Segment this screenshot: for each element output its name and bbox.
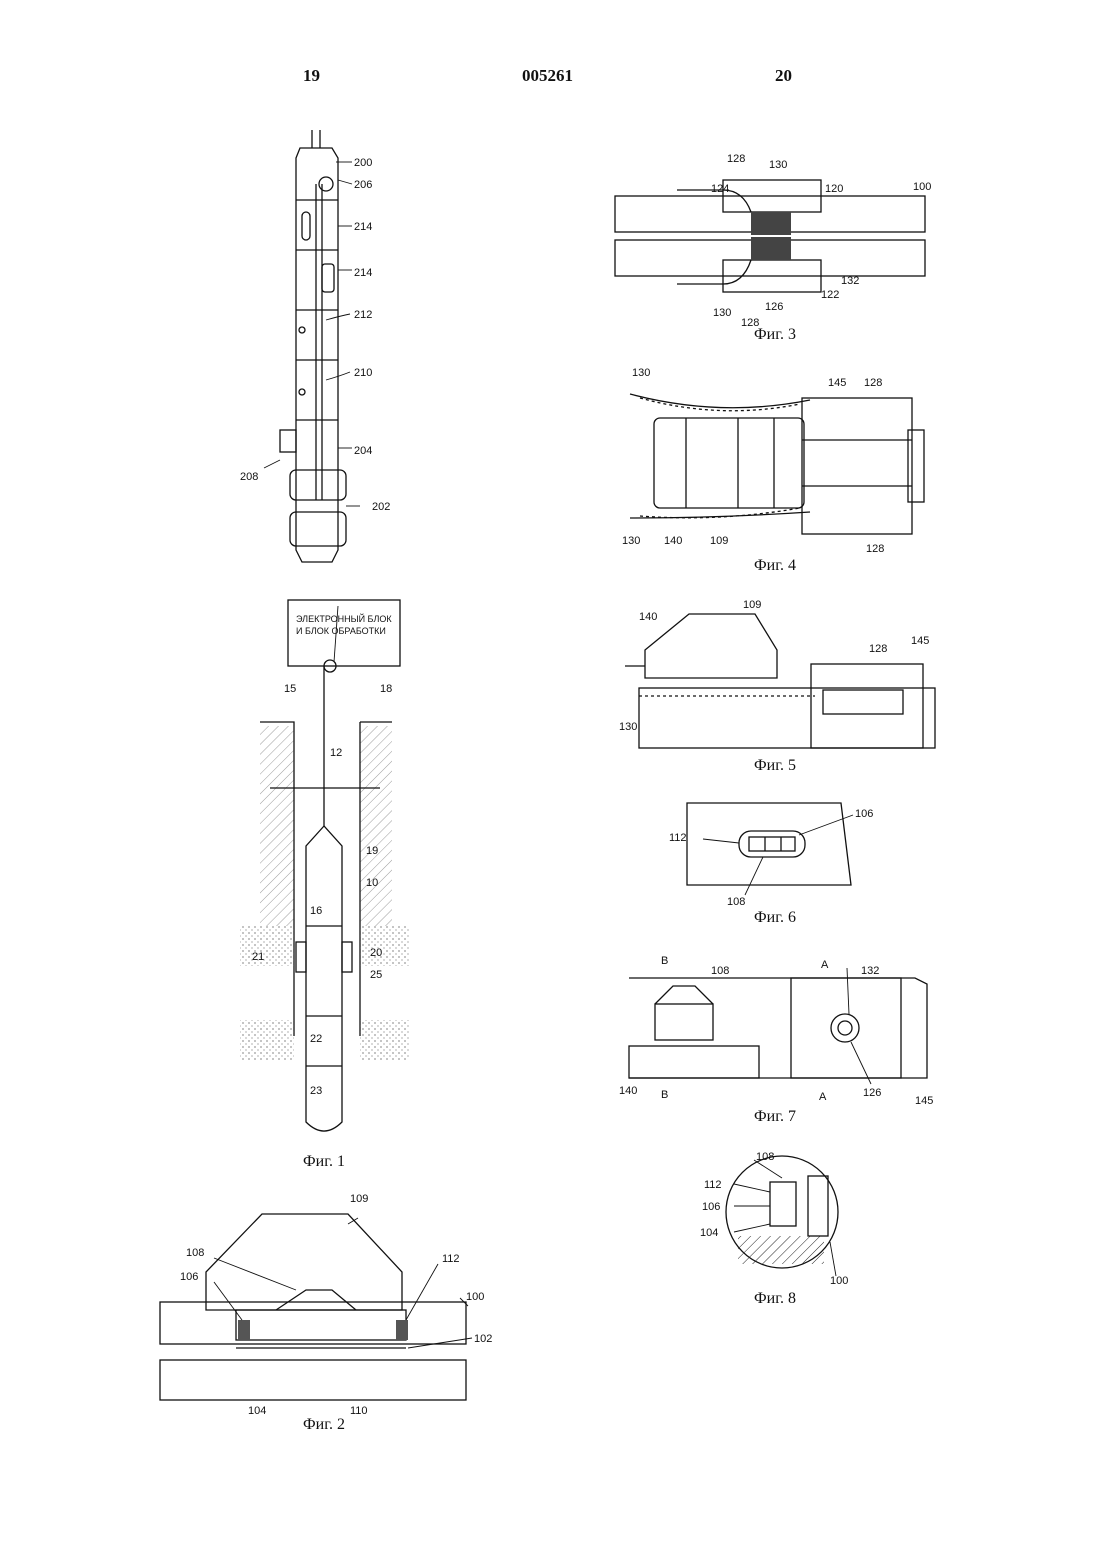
label-A-top: A <box>821 959 829 971</box>
figure-4-drawing: 130 145 128 130 140 109 128 <box>620 368 940 558</box>
label-126: 126 <box>863 1087 881 1099</box>
document-number: 005261 <box>522 66 573 86</box>
downhole-tool-drawing: 200 206 214 214 212 210 204 208 202 <box>240 130 420 570</box>
label-106: 106 <box>702 1201 720 1213</box>
label-206: 206 <box>354 179 372 191</box>
label-B-bottom: B <box>661 1089 668 1101</box>
label-100: 100 <box>830 1275 848 1287</box>
label-10: 10 <box>366 877 378 889</box>
label-110: 110 <box>350 1405 368 1417</box>
label-20: 20 <box>370 947 382 959</box>
box-label-line1: ЭЛЕКТРОННЫЙ БЛОК <box>296 613 392 624</box>
label-120: 120 <box>825 183 843 195</box>
figure-3-caption: Фиг. 3 <box>754 326 796 344</box>
figure-7-caption: Фиг. 7 <box>754 1108 796 1126</box>
figure-5-caption: Фиг. 5 <box>754 757 796 775</box>
figure-7-drawing: B 108 A 132 140 B A 126 145 <box>615 948 945 1108</box>
label-106: 106 <box>180 1271 198 1283</box>
label-200: 200 <box>354 157 372 169</box>
figure-2-caption: Фиг. 2 <box>303 1416 345 1434</box>
label-130-bottom: 130 <box>622 535 640 547</box>
label-106: 106 <box>855 808 873 820</box>
figure-2-drawing: 109 108 106 112 100 102 104 110 <box>156 1190 506 1410</box>
label-130-bottom: 130 <box>713 307 731 319</box>
label-126: 126 <box>765 301 783 313</box>
figure-3-drawing: 128 130 124 120 100 132 122 126 130 128 <box>615 150 955 330</box>
figure-1-caption: Фиг. 1 <box>303 1153 345 1171</box>
label-108: 108 <box>186 1247 204 1259</box>
label-100: 100 <box>913 181 931 193</box>
label-112: 112 <box>669 832 687 844</box>
label-112: 112 <box>704 1179 722 1191</box>
label-130: 130 <box>619 721 637 733</box>
label-128-bottom: 128 <box>866 543 884 555</box>
label-140: 140 <box>619 1085 637 1097</box>
label-A-bottom: A <box>819 1091 827 1103</box>
label-132: 132 <box>861 965 879 977</box>
label-12: 12 <box>330 747 342 759</box>
label-212: 212 <box>354 309 372 321</box>
label-130-top: 130 <box>632 367 650 379</box>
label-124: 124 <box>711 183 729 195</box>
label-109: 109 <box>743 599 761 611</box>
box-label-line2: И БЛОК ОБРАБОТКИ <box>296 626 386 636</box>
label-140: 140 <box>664 535 682 547</box>
label-210: 210 <box>354 367 372 379</box>
label-23: 23 <box>310 1085 322 1097</box>
figure-5-drawing: 140 109 128 145 130 <box>615 596 945 756</box>
label-145: 145 <box>828 377 846 389</box>
label-140: 140 <box>639 611 657 623</box>
figure-6-drawing: 112 106 108 <box>665 795 895 910</box>
label-112: 112 <box>442 1253 460 1265</box>
label-108: 108 <box>756 1151 774 1163</box>
page-number-left: 19 <box>303 66 320 86</box>
label-104: 104 <box>248 1405 266 1417</box>
label-109: 109 <box>710 535 728 547</box>
label-208: 208 <box>240 471 258 483</box>
label-109: 109 <box>350 1193 368 1205</box>
label-15: 15 <box>284 683 296 695</box>
label-128-top: 128 <box>864 377 882 389</box>
label-204: 204 <box>354 445 372 457</box>
figure-8-drawing: 108 112 106 104 100 <box>690 1148 870 1288</box>
figure-1-drawing: ЭЛЕКТРОННЫЙ БЛОК И БЛОК ОБРАБОТКИ 18 15 … <box>230 596 410 1146</box>
label-145: 145 <box>911 635 929 647</box>
label-108: 108 <box>727 896 745 908</box>
label-16: 16 <box>310 905 322 917</box>
label-18: 18 <box>380 683 392 695</box>
label-104: 104 <box>700 1227 718 1239</box>
label-128-top: 128 <box>727 153 745 165</box>
label-100: 100 <box>466 1291 484 1303</box>
label-214b: 214 <box>354 267 372 279</box>
figure-6-caption: Фиг. 6 <box>754 909 796 927</box>
label-145: 145 <box>915 1095 933 1107</box>
label-22: 22 <box>310 1033 322 1045</box>
label-122: 122 <box>821 289 839 301</box>
label-25: 25 <box>370 969 382 981</box>
label-214a: 214 <box>354 221 372 233</box>
label-108: 108 <box>711 965 729 977</box>
label-202: 202 <box>372 501 390 513</box>
label-21: 21 <box>252 951 264 963</box>
label-130-top: 130 <box>769 159 787 171</box>
label-102: 102 <box>474 1333 492 1345</box>
label-132: 132 <box>841 275 859 287</box>
figure-4-caption: Фиг. 4 <box>754 557 796 575</box>
figure-8-caption: Фиг. 8 <box>754 1290 796 1308</box>
page-number-right: 20 <box>775 66 792 86</box>
label-B-top: B <box>661 955 668 967</box>
label-128: 128 <box>869 643 887 655</box>
label-19: 19 <box>366 845 378 857</box>
